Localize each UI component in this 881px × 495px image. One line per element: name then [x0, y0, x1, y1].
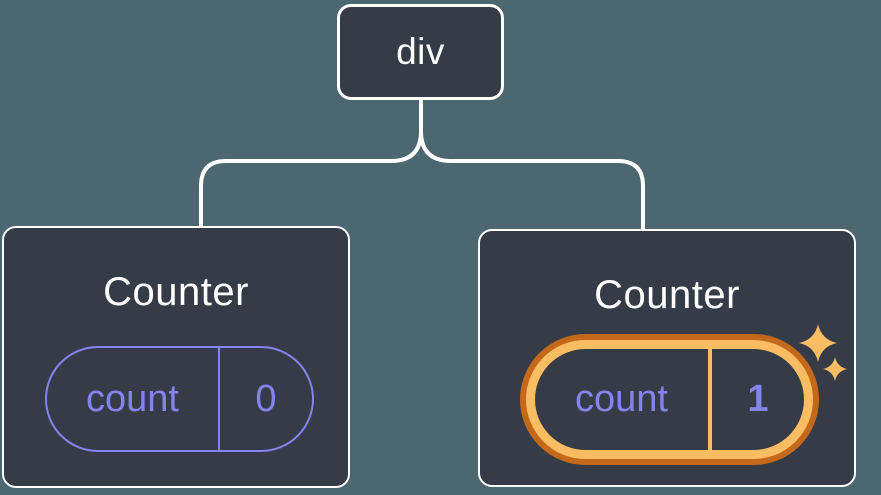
state-label: count: [575, 378, 668, 420]
sparkle-small: [823, 357, 847, 381]
sparkles-icon: [799, 324, 847, 381]
state-value-cell: 0: [220, 348, 312, 450]
sparkle-large: [799, 324, 837, 362]
state-pill: count 1: [535, 349, 804, 450]
counter-title: Counter: [594, 273, 740, 317]
tree-node-div: div: [337, 4, 504, 100]
state-key-cell: count: [535, 349, 712, 450]
state-key-cell: count: [47, 348, 220, 450]
state-value: 1: [747, 378, 769, 420]
state-pill-highlighted: count 1: [520, 334, 819, 465]
root-node-label: div: [396, 31, 445, 72]
connector-root-to-right-counter: [419, 96, 645, 233]
state-value-cell: 1: [712, 349, 804, 450]
tree-node-counter-2: Counter count 1: [478, 229, 856, 487]
tree-node-counter-1: Counter count 0: [2, 226, 350, 488]
counter-title: Counter: [103, 270, 249, 314]
state-label: count: [86, 377, 179, 420]
state-value: 0: [255, 377, 277, 420]
state-pill: count 0: [45, 346, 314, 452]
connector-root-to-left-counter: [199, 96, 423, 230]
